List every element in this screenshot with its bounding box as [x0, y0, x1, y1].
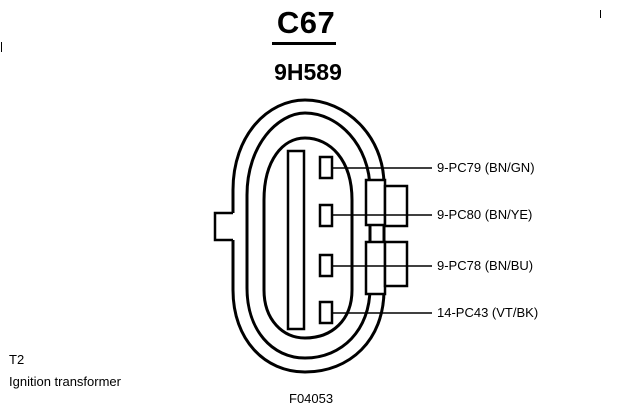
cavity-outline — [262, 136, 354, 340]
pin-label-3: 9-PC78 (BN/BU) — [437, 258, 534, 273]
component-code: T2 — [9, 352, 25, 367]
terminal-pin-3 — [318, 253, 334, 278]
terminal-pin-2 — [318, 203, 334, 228]
terminal-pin-4 — [318, 300, 334, 325]
connector-id-underline — [272, 42, 336, 45]
lock-tab-lower-outer — [383, 240, 409, 288]
part-number: 9H589 — [274, 59, 342, 85]
edge-mark-right — [600, 10, 601, 18]
edge-mark-left — [1, 42, 2, 52]
lock-tab-upper — [364, 178, 387, 227]
pin-label-2: 9-PC80 (BN/YE) — [437, 207, 533, 222]
lock-tab-upper-outer — [383, 184, 409, 228]
figure-code: F04053 — [289, 391, 334, 406]
lock-tab-lower — [364, 240, 387, 296]
terminal-pin-1 — [318, 155, 334, 180]
pin-label-1: 9-PC79 (BN/GN) — [437, 160, 535, 175]
connector-id: C67 — [276, 5, 336, 40]
housing-side-latch — [213, 211, 233, 242]
pin-label-4: 14-PC43 (VT/BK) — [437, 305, 539, 320]
component-name: Ignition transformer — [9, 374, 121, 389]
key-blade — [286, 149, 306, 331]
housing-outer-shell — [231, 98, 386, 374]
